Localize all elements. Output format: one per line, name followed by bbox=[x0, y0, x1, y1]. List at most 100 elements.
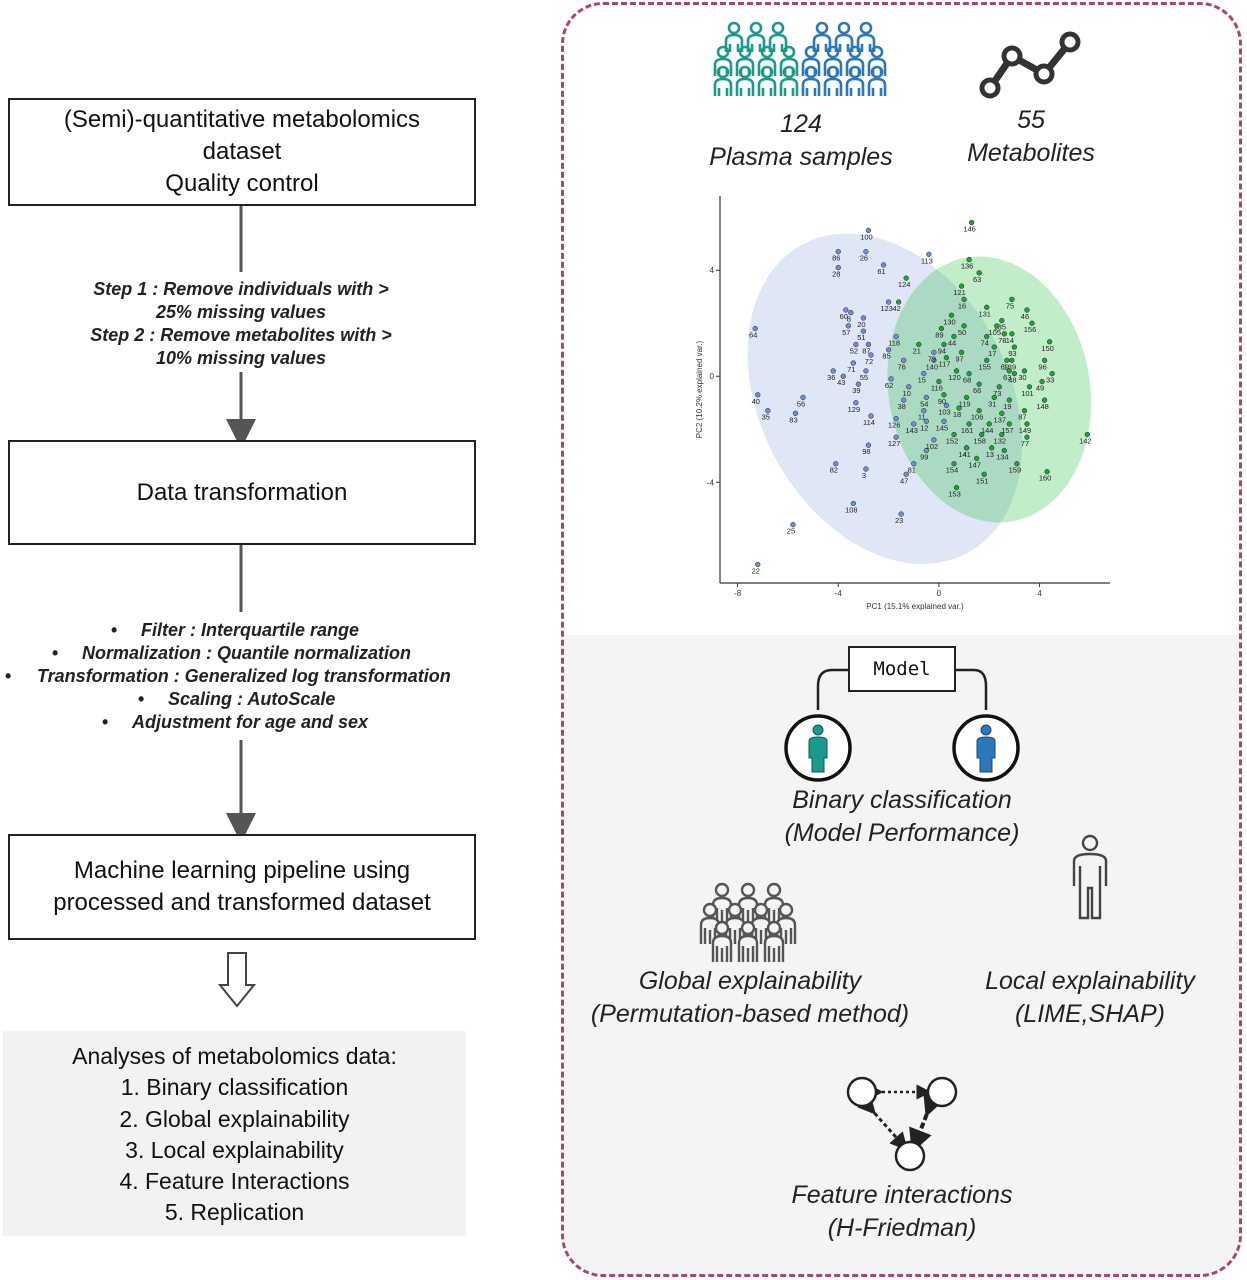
data-point bbox=[835, 249, 841, 255]
data-point bbox=[994, 323, 1000, 329]
data-point bbox=[958, 283, 965, 289]
data-point bbox=[938, 325, 945, 332]
data-point-label: 39 bbox=[852, 386, 860, 395]
data-point bbox=[853, 341, 859, 348]
data-point bbox=[1084, 431, 1091, 438]
data-point-label: 60 bbox=[840, 312, 848, 321]
data-point bbox=[923, 418, 929, 424]
data-point-label: 77 bbox=[1021, 439, 1029, 448]
data-point bbox=[953, 368, 960, 374]
data-point-label: 106 bbox=[971, 413, 984, 422]
data-point bbox=[1011, 344, 1018, 350]
data-point bbox=[979, 431, 985, 438]
data-point bbox=[931, 349, 937, 356]
data-point bbox=[863, 249, 869, 255]
data-point bbox=[830, 368, 836, 374]
data-point bbox=[868, 352, 874, 358]
data-point bbox=[984, 357, 990, 363]
metabolites-label: Metabolites bbox=[967, 139, 1095, 167]
data-point bbox=[865, 341, 872, 348]
data-point bbox=[860, 328, 867, 334]
data-point-label: 98 bbox=[862, 447, 870, 456]
data-point bbox=[923, 447, 929, 454]
local-person-icon bbox=[1072, 834, 1108, 920]
data-point-label: 26 bbox=[860, 254, 868, 263]
data-point-label: 132 bbox=[994, 437, 1007, 446]
data-point-label: 78 bbox=[998, 336, 1006, 345]
data-point-label: 124 bbox=[898, 280, 911, 289]
analysis-item: 5. Replication bbox=[164, 1199, 305, 1226]
data-point bbox=[991, 394, 997, 401]
data-point-label: 143 bbox=[905, 426, 918, 435]
x-axis-label: PC1 (15.1% explained var.) bbox=[866, 602, 964, 611]
data-point-label: 134 bbox=[996, 452, 1009, 461]
data-point-label: 105 bbox=[989, 328, 1002, 337]
data-point bbox=[999, 431, 1005, 438]
data-point-label: 137 bbox=[994, 415, 1007, 424]
data-point bbox=[921, 370, 927, 377]
feature-interactions-title: Feature interactions bbox=[791, 1181, 1013, 1209]
data-point-label: 33 bbox=[1046, 376, 1054, 385]
data-point-label: 146 bbox=[963, 225, 976, 234]
data-point-label: 43 bbox=[837, 378, 845, 387]
data-point bbox=[961, 323, 967, 329]
data-point-label: 4 bbox=[962, 450, 966, 459]
data-point-label: 74 bbox=[981, 338, 989, 347]
blue-person-icon bbox=[976, 724, 996, 773]
data-point-label: 94 bbox=[938, 346, 946, 355]
ellipse-green bbox=[887, 256, 1092, 523]
data-point bbox=[966, 421, 972, 427]
data-point-label: 121 bbox=[953, 288, 966, 297]
data-point-label: 96 bbox=[1038, 362, 1046, 371]
data-point-label: 13 bbox=[986, 450, 994, 459]
data-point-label: 89 bbox=[935, 331, 943, 340]
data-point bbox=[840, 373, 846, 379]
box3-line-1: Machine learning pipeline using bbox=[73, 857, 411, 884]
data-point bbox=[1024, 421, 1030, 427]
data-point bbox=[1006, 368, 1013, 374]
data-point bbox=[1021, 368, 1028, 374]
data-point-label: 23 bbox=[895, 516, 903, 525]
data-point-label: 64 bbox=[749, 331, 757, 340]
data-point bbox=[906, 384, 912, 390]
x-tick-label: 4 bbox=[1037, 589, 1042, 598]
local-explainability-title: Local explainability bbox=[985, 967, 1195, 995]
data-point bbox=[986, 421, 992, 427]
data-point bbox=[1009, 357, 1015, 363]
ml-pipeline-box: Machine learning pipeline using processe… bbox=[8, 834, 476, 940]
model-tree-right-branch bbox=[956, 668, 988, 710]
data-point-label: 47 bbox=[900, 476, 908, 485]
y-tick-label: 0 bbox=[710, 372, 715, 381]
data-point-label: 126 bbox=[888, 421, 901, 430]
data-point bbox=[885, 299, 892, 305]
data-point-label: 135 bbox=[994, 323, 1007, 332]
data-point-label: 42 bbox=[892, 304, 900, 313]
data-point bbox=[976, 408, 982, 414]
data-point-label: 142 bbox=[1079, 437, 1092, 446]
data-point bbox=[755, 561, 761, 568]
data-point bbox=[863, 466, 869, 472]
data-point-label: 118 bbox=[888, 338, 900, 347]
data-point-label: 161 bbox=[961, 426, 974, 435]
step1-line-2: 25% missing values bbox=[155, 302, 327, 322]
data-point bbox=[1041, 357, 1048, 363]
data-point bbox=[984, 304, 990, 310]
data-point-label: 44 bbox=[948, 338, 956, 347]
data-point bbox=[853, 400, 859, 406]
samples-label: Plasma samples bbox=[709, 143, 893, 171]
data-point-label: 140 bbox=[926, 362, 939, 371]
data-point bbox=[911, 461, 917, 467]
data-point bbox=[948, 312, 955, 318]
data-point bbox=[1026, 384, 1033, 390]
model-box: Model bbox=[848, 646, 956, 692]
data-point-label: 81 bbox=[908, 466, 916, 475]
analysis-item: 1. Binary classification bbox=[120, 1074, 349, 1101]
data-point bbox=[941, 418, 947, 424]
data-point bbox=[956, 405, 962, 411]
data-point bbox=[833, 461, 839, 467]
bullet-scaling: •Scaling : AutoScale bbox=[138, 689, 336, 709]
data-point bbox=[1006, 421, 1013, 427]
data-point-label: 52 bbox=[850, 346, 858, 355]
data-point-label: 129 bbox=[848, 405, 861, 414]
data-point-label: 17 bbox=[988, 349, 996, 358]
